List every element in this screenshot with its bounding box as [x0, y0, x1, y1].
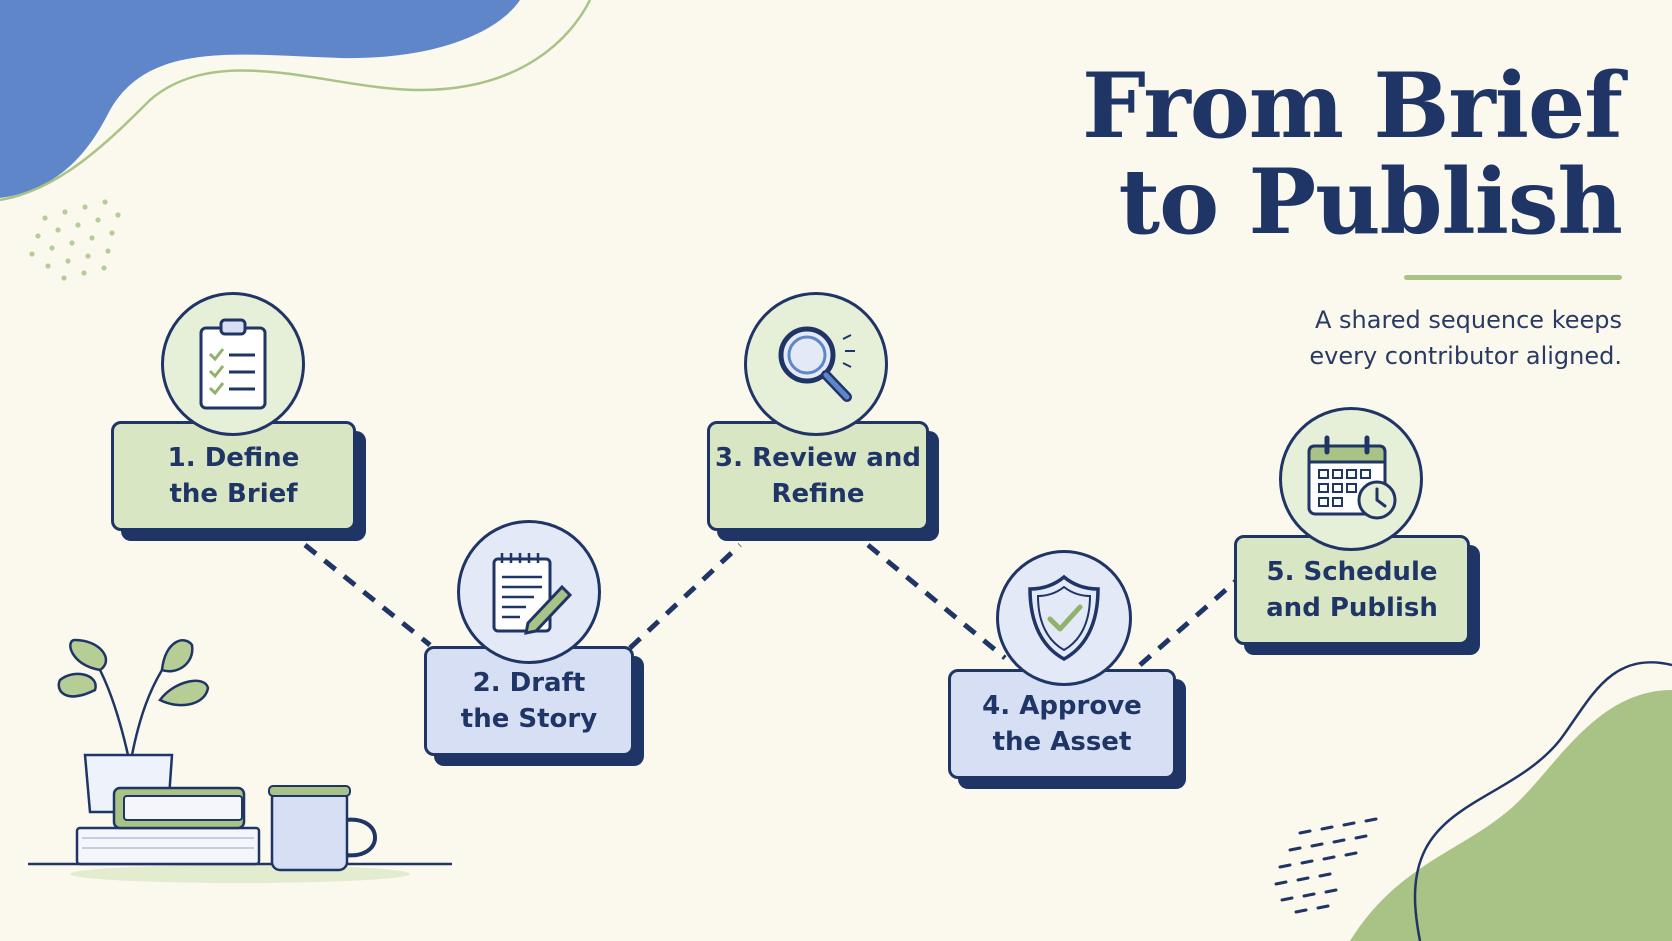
bottom-right-dashes	[1274, 817, 1378, 914]
connector-3-4	[866, 543, 1007, 660]
connector-4-5	[1138, 578, 1239, 667]
top-left-blob	[0, 0, 520, 198]
step-1-label: 1. Define the Brief	[168, 440, 300, 512]
top-left-swoosh	[0, 0, 592, 202]
step-5-label-line-1: 5. Schedule	[1266, 557, 1438, 587]
calendar-clock-icon	[1307, 435, 1397, 520]
step-3-label: 3. Review and Refine	[715, 440, 921, 512]
step-4-label-line-1: 4. Approve	[982, 691, 1142, 721]
mug-icon	[268, 785, 377, 872]
step-3-box: 3. Review and Refine	[707, 421, 929, 531]
step-5-circle	[1279, 407, 1423, 551]
step-4-label-line-2: the Asset	[992, 727, 1132, 757]
step-5-label: 5. Schedule and Publish	[1266, 554, 1438, 626]
title-line-2: to Publish	[1118, 149, 1623, 255]
step-1-box: 1. Define the Brief	[111, 421, 356, 531]
step-1-circle	[161, 292, 305, 436]
subtitle-line-1: A shared sequence keeps	[1314, 306, 1622, 334]
step-1-label-line-2: the Brief	[169, 479, 298, 509]
step-3-label-line-1: 3. Review and	[715, 443, 921, 473]
title-line-1: From Brief	[1082, 53, 1623, 159]
step-4-label: 4. Approve the Asset	[982, 688, 1142, 760]
shield-check-icon	[1028, 574, 1100, 661]
bottom-right-blob	[1350, 690, 1672, 941]
step-5-label-line-2: and Publish	[1266, 593, 1438, 623]
step-3-label-line-2: Refine	[771, 479, 865, 509]
magnifier-icon	[778, 326, 855, 402]
notepad-pencil-icon	[492, 553, 573, 635]
step-5-box: 5. Schedule and Publish	[1234, 535, 1470, 645]
clipboard-checklist-icon	[199, 318, 267, 410]
step-2-label-line-1: 2. Draft	[472, 668, 586, 698]
step-2-label: 2. Draft the Story	[461, 665, 597, 737]
top-left-dots	[29, 199, 121, 281]
step-1-label-line-1: 1. Define	[167, 443, 300, 473]
connector-1-2	[303, 543, 432, 647]
bottom-right-swoosh	[1413, 661, 1672, 941]
step-3-circle	[744, 292, 888, 436]
subtitle-line-2: every contributor aligned.	[1309, 342, 1622, 370]
subtitle: A shared sequence keeps every contributo…	[1309, 302, 1622, 374]
connector-2-3	[628, 543, 742, 650]
title-underline	[1404, 275, 1622, 280]
step-2-label-line-2: the Story	[460, 704, 598, 734]
plant-icon	[57, 638, 210, 756]
step-4-box: 4. Approve the Asset	[948, 669, 1176, 779]
step-2-circle	[457, 520, 601, 664]
step-4-circle	[996, 550, 1132, 686]
desk-illustration	[28, 638, 452, 883]
title: From Brief to Publish	[1082, 53, 1623, 255]
step-2-box: 2. Draft the Story	[424, 646, 634, 756]
